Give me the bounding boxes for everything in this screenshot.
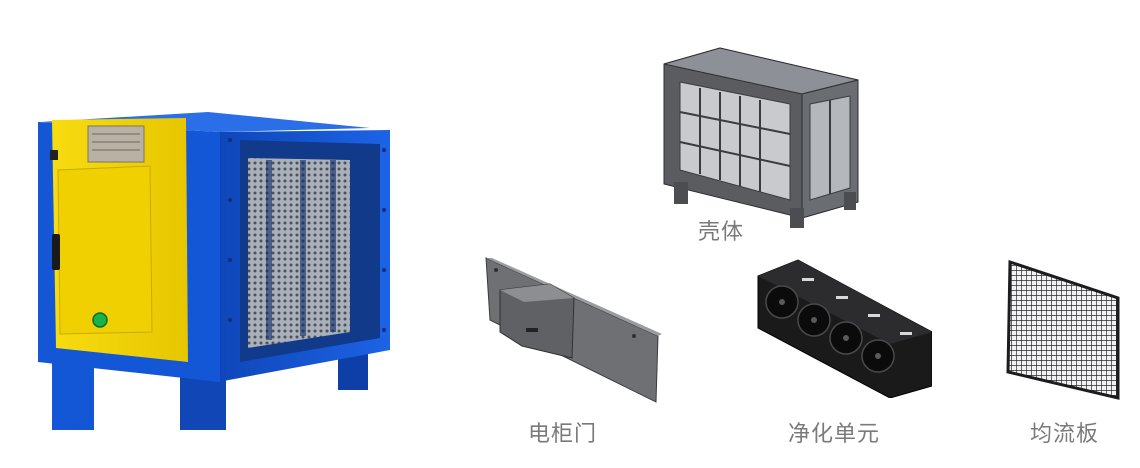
- purification-unit-image: [756, 258, 932, 398]
- flow-plate-caption: 均流板: [1030, 422, 1100, 447]
- cabinet-door-image: [482, 256, 662, 404]
- cabinet-door-caption: 电柜门: [528, 422, 598, 447]
- flow-plate-image: [1006, 260, 1122, 400]
- shell-image: [660, 42, 860, 232]
- purification-unit-caption: 净化单元: [788, 422, 881, 447]
- nameplate: [87, 125, 145, 163]
- purifier-assembly-image: [30, 100, 420, 440]
- shell-caption: 壳体: [698, 220, 745, 245]
